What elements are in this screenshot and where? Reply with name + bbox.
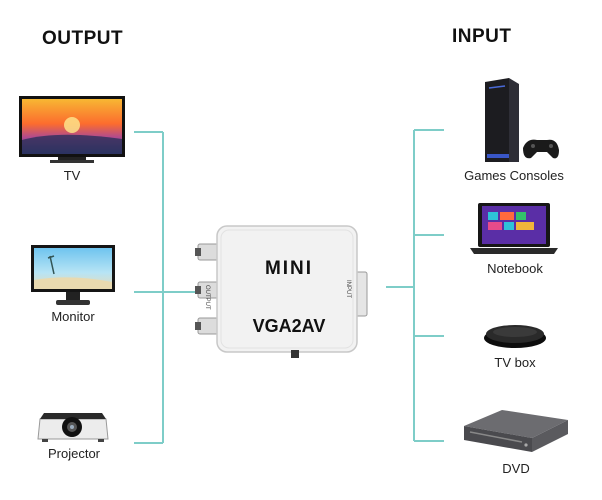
tv-box-device (482, 320, 548, 355)
tv-box-label: TV box (494, 355, 536, 370)
dvd-player-icon (464, 410, 568, 452)
projector-device (36, 405, 110, 450)
monitor-icon (31, 245, 115, 305)
tv-box-icon (484, 325, 546, 348)
laptop-icon (470, 203, 558, 254)
notebook-label: Notebook (487, 261, 543, 276)
tv-label: TV (63, 168, 81, 183)
projector-icon (37, 413, 109, 442)
monitor-label: Monitor (51, 309, 95, 324)
input-heading: INPUT (452, 26, 512, 47)
converter-side-input: INPUT (345, 280, 351, 298)
monitor-device (30, 244, 116, 313)
converter-icon (195, 225, 368, 358)
projector-label: Projector (47, 446, 101, 461)
dvd-device (462, 408, 570, 463)
notebook-device (468, 202, 560, 263)
converter-side-output: OUTPUT (204, 285, 210, 310)
dvd-label: DVD (502, 461, 530, 476)
games-console-device (475, 78, 561, 171)
converter-brand: MINI (264, 258, 314, 279)
output-heading: OUTPUT (42, 28, 124, 49)
tv-icon (19, 96, 125, 163)
games-consoles-label: Games Consoles (464, 168, 564, 183)
converter-device (195, 222, 375, 367)
converter-model: VGA2AV (252, 316, 326, 336)
game-console-icon (485, 78, 559, 162)
tv-device (18, 95, 126, 172)
